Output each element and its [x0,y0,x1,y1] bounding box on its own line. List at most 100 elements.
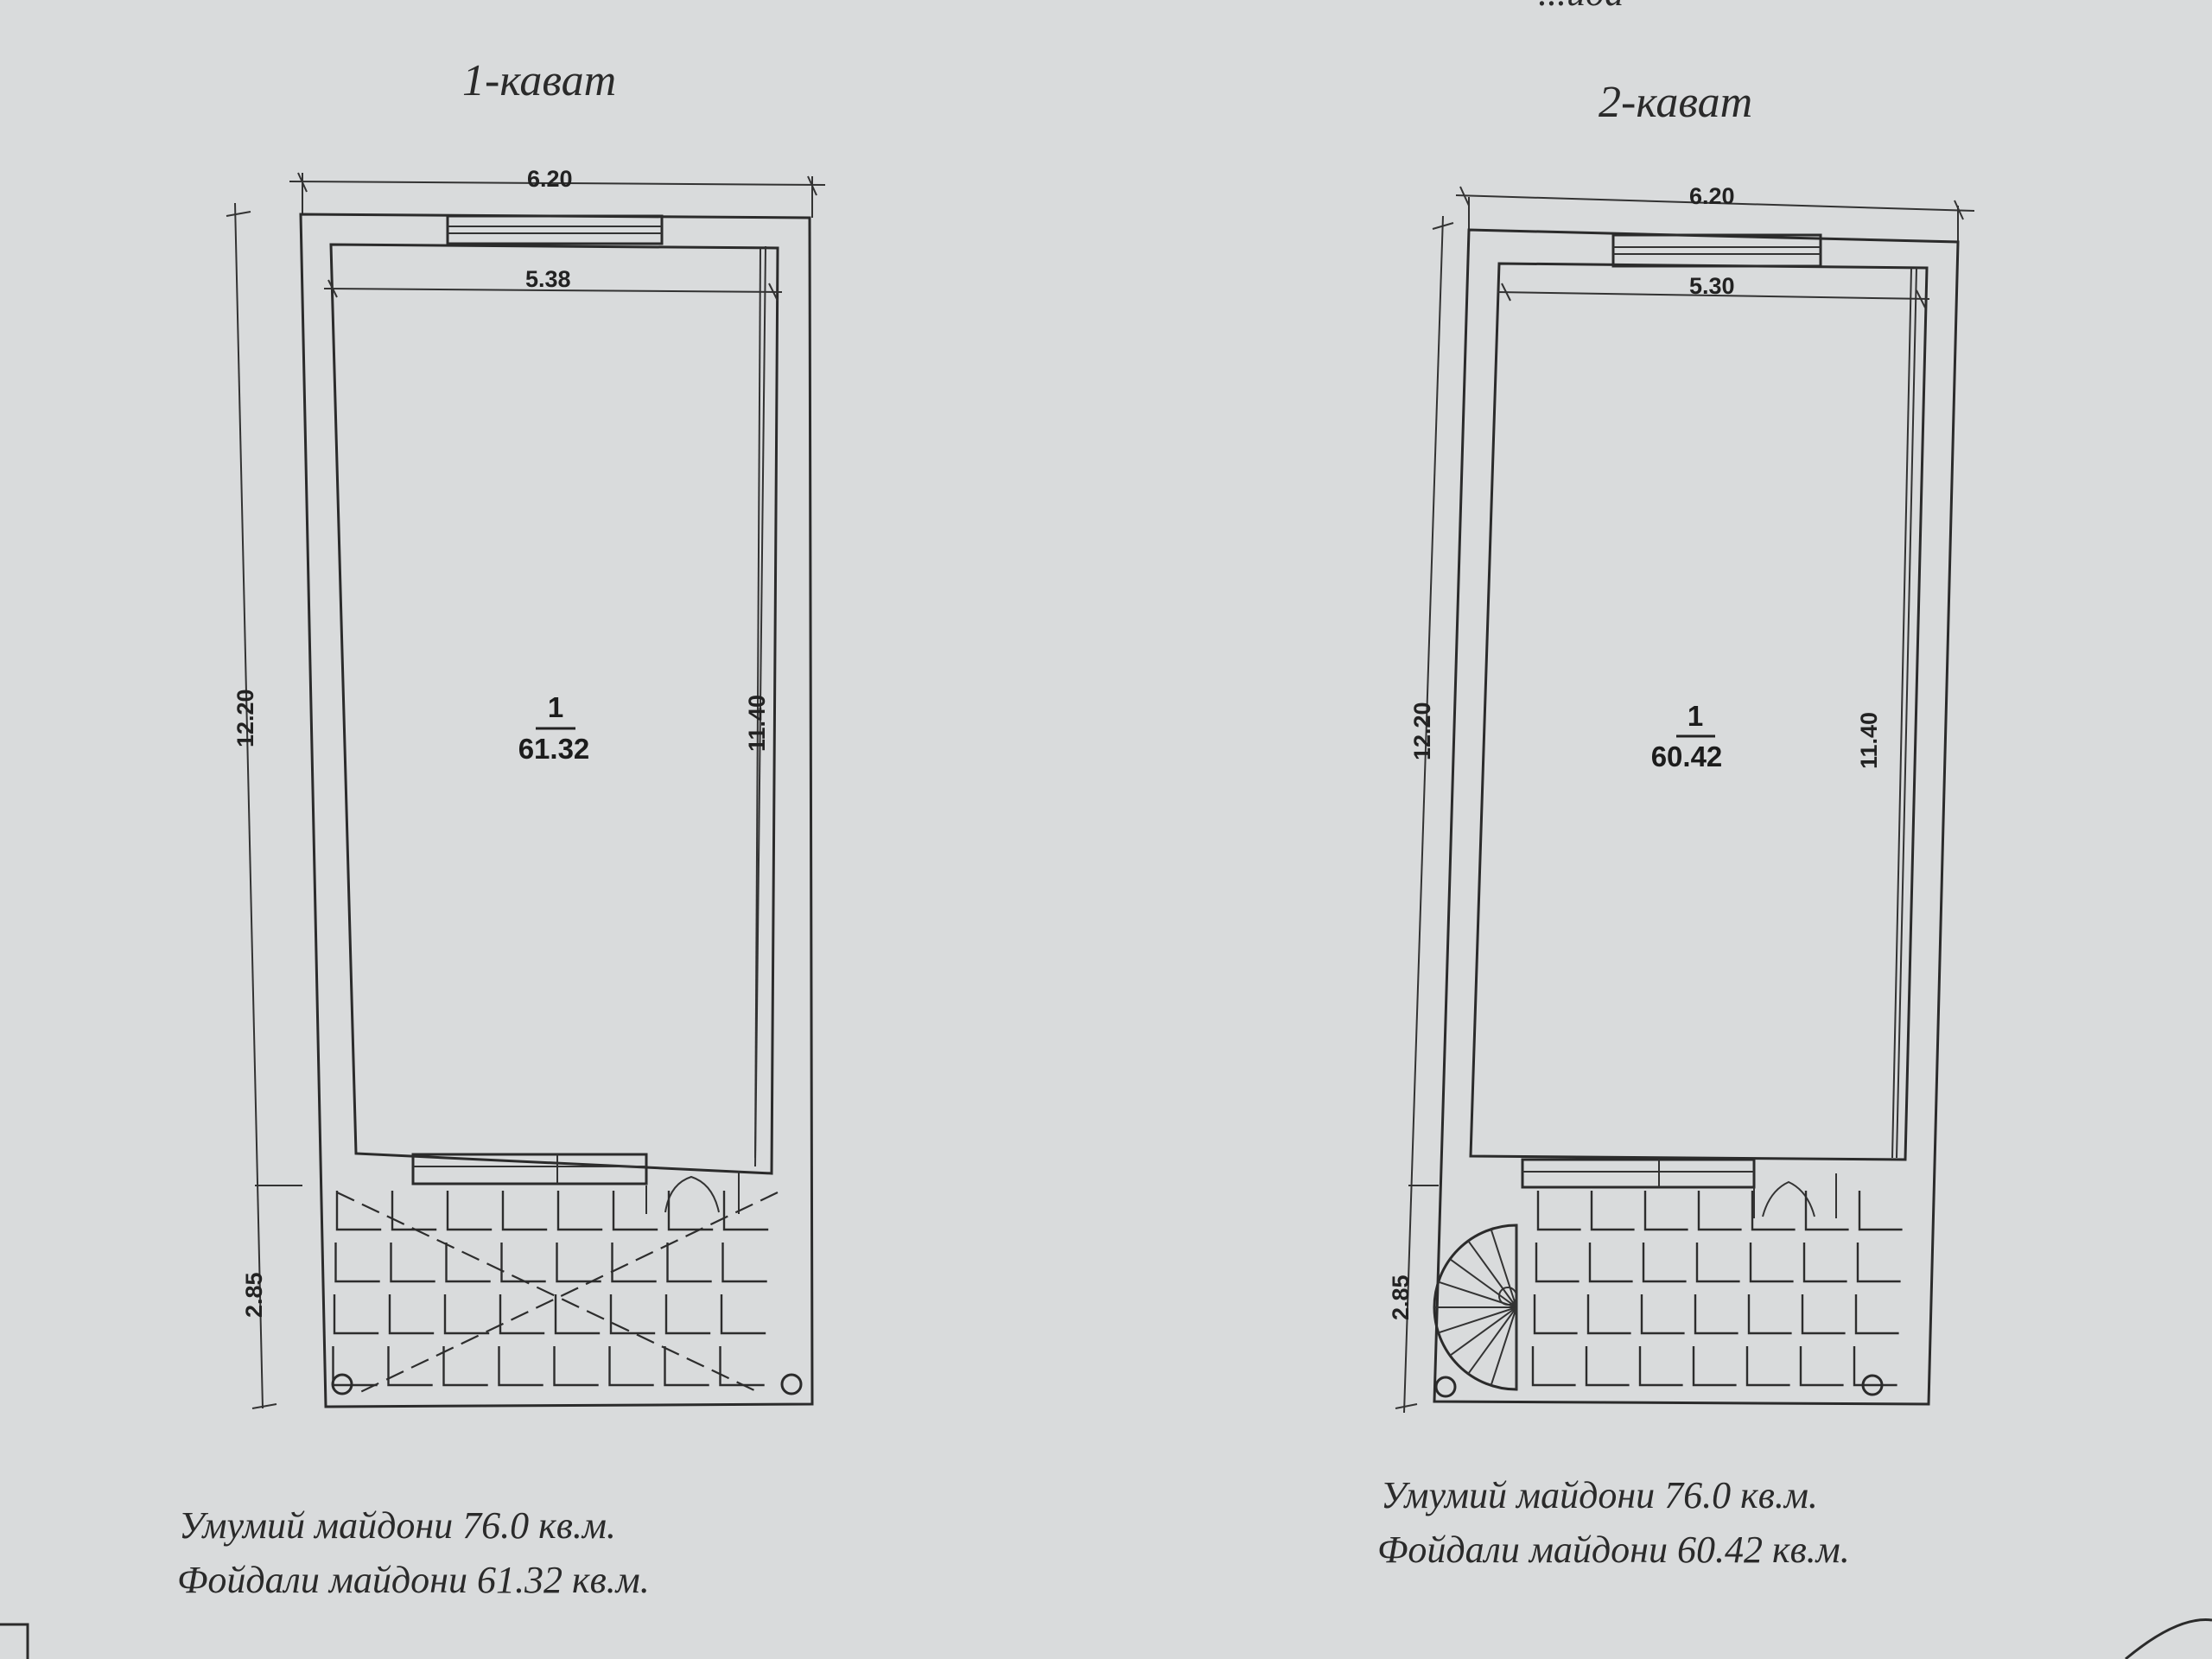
interior-wall-inner-line [754,247,761,1159]
window-bottom [1521,1158,1756,1189]
terrace-depth-label: 2.85 [1388,1274,1414,1320]
terrace-tile [333,1294,379,1335]
outer-width-label: 6.20 [1689,183,1735,209]
terrace-tile [388,1294,435,1335]
terrace-tile-grid [332,1191,769,1387]
bottom-left-corner-mark [0,1623,29,1659]
window-top [1611,233,1822,268]
terrace-tile-grid [1531,1191,1903,1387]
terrace-tile [612,1191,658,1231]
stair-tread [1467,1240,1517,1308]
inner-width-label: 5.30 [1689,273,1735,299]
terrace-tile [1747,1294,1792,1335]
terrace-tile [1853,1346,1897,1387]
header-fragment: ...ида [1538,0,1624,14]
terrace-tile [1695,1243,1740,1283]
terrace-tile [390,1243,435,1283]
inner-length-label: 11.40 [1856,712,1882,769]
column-marker-right [1861,1374,1884,1396]
terrace-tile [608,1346,654,1387]
stair-tread [1449,1258,1517,1308]
terrace-tile [553,1346,599,1387]
room-number: 1 [548,691,563,723]
terrace-tile [1692,1346,1737,1387]
terrace-tile [556,1191,603,1231]
terrace-tile [1694,1294,1738,1335]
terrace-tile [1533,1294,1578,1335]
terrace-tile [1586,1294,1631,1335]
terrace-tile [498,1346,543,1387]
terrace-tile [443,1294,490,1335]
room-number: 1 [1688,700,1703,732]
terrace-tile [1856,1243,1901,1283]
terrace-tile [499,1294,545,1335]
terrace-tile [667,1191,714,1231]
terrace-tile [1804,1191,1849,1231]
terrace-tile [1531,1346,1576,1387]
terrace-tile [334,1243,380,1283]
terrace-tile [1802,1243,1847,1283]
outer-width-label: 6.20 [527,166,573,192]
terrace-tile [500,1243,546,1283]
column-marker-right [780,1373,803,1395]
stair-tread [1490,1306,1517,1386]
total-area-text: Умумий майдони 76.0 кв.м. [179,1504,616,1547]
terrace-tile [387,1346,433,1387]
terrace-tile [722,1191,769,1231]
window-top [446,214,664,245]
terrace-tile [721,1243,767,1283]
terrace-tile [1697,1191,1742,1231]
terrace-tile [446,1191,493,1231]
terrace-tile [442,1346,488,1387]
terrace-tile [720,1294,766,1335]
terrace-tile [719,1346,765,1387]
exterior-wall [299,213,814,1408]
terrace-depth-label: 2.85 [241,1272,267,1318]
inner-width-dimension-line [323,279,783,302]
stair-tread [1467,1306,1517,1375]
plan-title-floor-1: 1-кават [462,56,616,105]
room-area: 60.42 [1651,741,1723,772]
interior-wall-line [329,243,779,1175]
terrace-tile [1536,1191,1581,1231]
stair-tread [1449,1306,1517,1357]
terrace-tile [1588,1243,1633,1283]
total-area-text: Умумий майдони 76.0 кв.м. [1381,1474,1818,1516]
terrace-tile [335,1191,382,1231]
terrace-tile [391,1191,437,1231]
bottom-right-corner-mark [2125,1618,2212,1659]
inner-length-dimension-line [754,245,766,1167]
terrace-tile [1590,1191,1635,1231]
terrace-tile [1640,1294,1685,1335]
terrace-tile [554,1294,601,1335]
useful-area-text: Фойдали майдони 60.42 кв.м. [1377,1529,1850,1571]
terrace-tile [1854,1294,1899,1335]
terrace-tile [1749,1243,1794,1283]
terrace-tile [332,1346,378,1387]
useful-area-text: Фойдали майдони 61.32 кв.м. [177,1559,650,1601]
outer-length-label: 12.20 [1409,702,1435,760]
terrace-tile [1638,1346,1683,1387]
terrace-tile [1585,1346,1630,1387]
window-bottom [411,1153,648,1185]
plan-floor-1: 1-кават 6.20 5.38 1 61.32 [177,56,826,1601]
plan-title-floor-2: 2-кават [1599,78,1752,127]
inner-width-label: 5.38 [525,266,571,292]
column-marker-left [1434,1376,1457,1398]
terrace-tile [1642,1243,1687,1283]
column-marker-left [331,1373,353,1395]
outer-length-dimension-line [1395,215,1454,1414]
outer-width-dimension-line [289,172,826,218]
terrace-tile [1801,1294,1846,1335]
stair-tread [1438,1306,1517,1334]
terrace-tile [664,1294,711,1335]
stair-tread [1490,1229,1517,1308]
terrace-tile [501,1191,548,1231]
terrace-tile [445,1243,491,1283]
terrace-tile [1745,1346,1790,1387]
inner-length-dimension-line [1896,267,1917,1159]
outer-length-dimension-line [226,202,302,1409]
inner-width-dimension-line [1497,283,1930,308]
exterior-wall [1433,228,1960,1406]
